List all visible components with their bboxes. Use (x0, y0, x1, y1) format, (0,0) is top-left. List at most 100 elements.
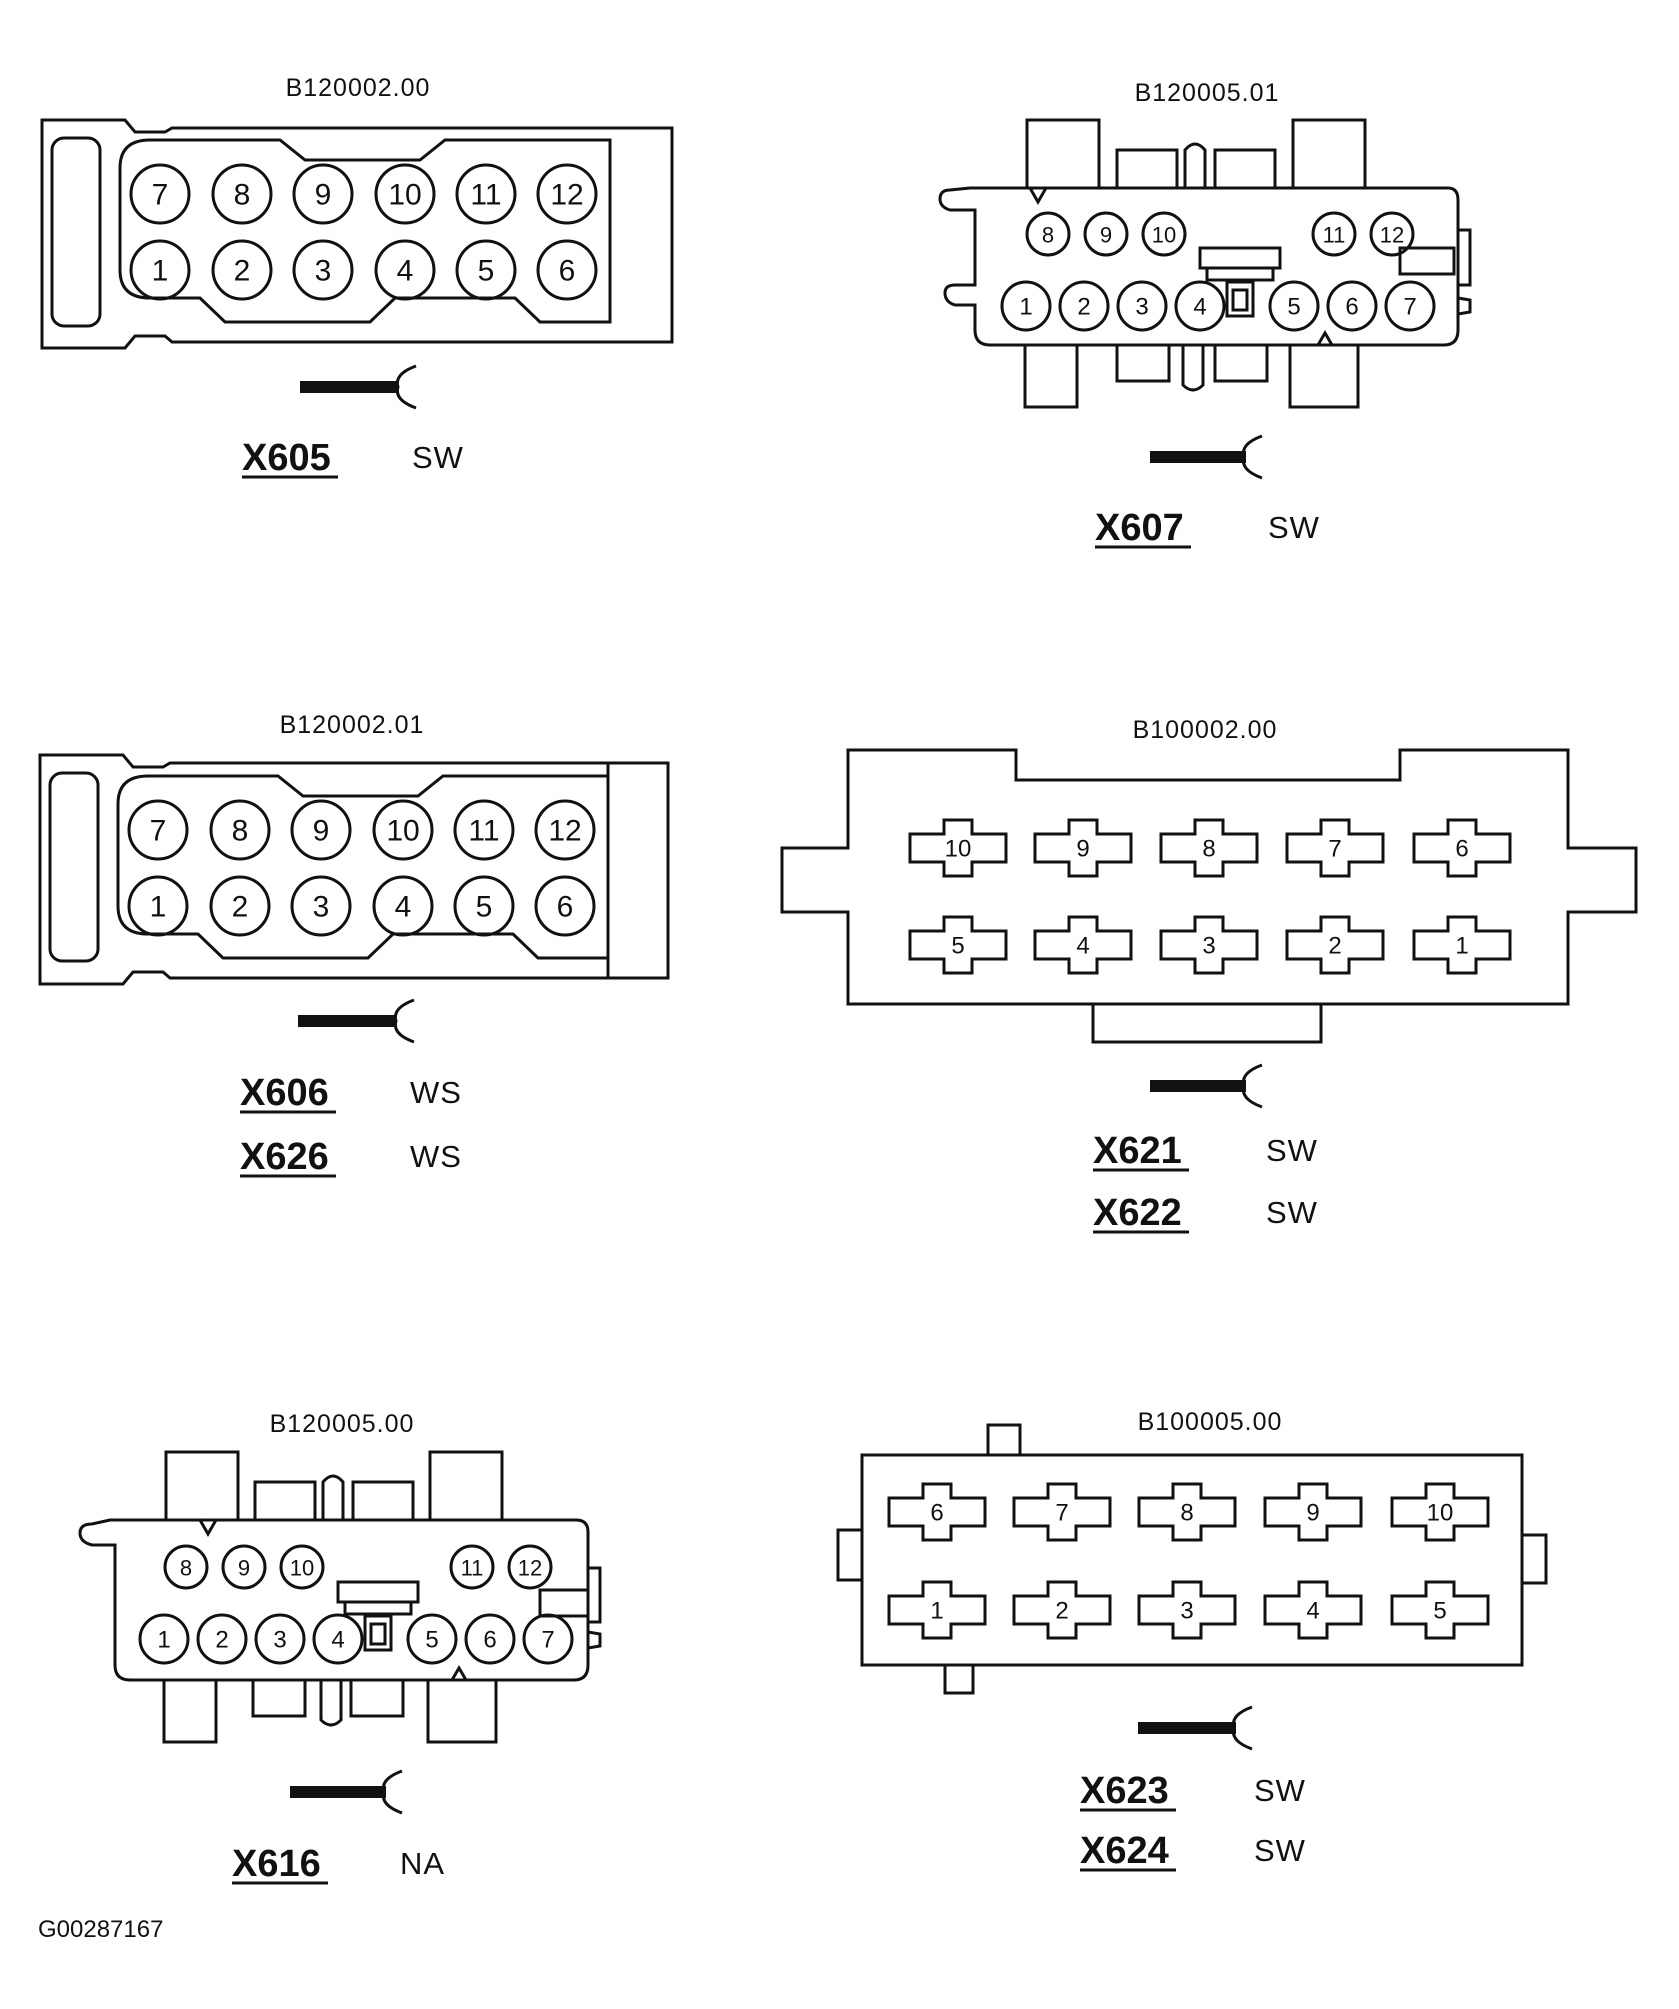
pin-6: 6 (887, 1482, 987, 1542)
pin-number: 4 (1193, 294, 1206, 321)
pin-number: 12 (1380, 223, 1404, 248)
pin-number: 9 (315, 179, 332, 212)
wire-color: SW (1266, 1195, 1318, 1230)
pin-number: 5 (1287, 294, 1300, 321)
pin-9: 9 (292, 163, 354, 225)
pin-number: 6 (557, 891, 574, 924)
pin-number: 8 (234, 179, 251, 212)
pin-3: 3 (1116, 280, 1168, 332)
connector-code: B120002.01 (280, 711, 425, 739)
pin-number: 2 (215, 1627, 228, 1654)
pin-number: 1 (1455, 933, 1468, 960)
connector-code: B120002.00 (286, 74, 431, 102)
connector-label: X605 (242, 437, 331, 479)
pin-4: 4 (1263, 1580, 1363, 1640)
pin-number: 12 (518, 1556, 542, 1581)
pin-number: 11 (461, 1556, 484, 1581)
pin-7: 7 (1384, 280, 1436, 332)
pin-6: 6 (1326, 280, 1378, 332)
pin-number: 4 (397, 255, 414, 288)
pin-12: 12 (1369, 211, 1415, 257)
pin-number: 5 (478, 255, 495, 288)
connector-code: B120005.00 (270, 1410, 415, 1438)
pin-7: 7 (522, 1613, 574, 1665)
pin-11: 11 (453, 799, 515, 861)
pin-number: 8 (1042, 223, 1054, 248)
pin-number: 7 (1328, 836, 1341, 863)
pin-7: 7 (1012, 1482, 1112, 1542)
pin-2: 2 (1058, 280, 1110, 332)
connector-label: X622 (1093, 1192, 1182, 1234)
pin-2: 2 (1012, 1580, 1112, 1640)
pin-number: 2 (1077, 294, 1090, 321)
pin-number: 6 (559, 255, 576, 288)
connector-label: X626 (240, 1136, 329, 1178)
pin-4: 4 (1174, 280, 1226, 332)
pin-3: 3 (290, 875, 352, 937)
pin-number: 11 (468, 815, 499, 848)
connector-code: B100002.00 (1133, 716, 1278, 744)
pin-3: 3 (1137, 1580, 1237, 1640)
pin-number: 9 (1076, 836, 1089, 863)
pin-4: 4 (312, 1613, 364, 1665)
pin-number: 6 (1345, 294, 1358, 321)
pin-7: 7 (1285, 818, 1385, 878)
pin-number: 11 (470, 179, 501, 212)
pin-number: 7 (150, 815, 167, 848)
pin-number: 3 (273, 1627, 286, 1654)
pin-6: 6 (536, 239, 598, 301)
pin-number: 7 (1403, 294, 1416, 321)
pin-6: 6 (464, 1613, 516, 1665)
connector-code: B100005.00 (1138, 1408, 1283, 1436)
pin-10: 10 (372, 799, 434, 861)
pin-number: 4 (1076, 933, 1089, 960)
designation-x626: X626 WS (240, 1136, 462, 1178)
pin-10: 10 (908, 818, 1008, 878)
pin-7: 7 (127, 799, 189, 861)
pin-number: 7 (541, 1627, 554, 1654)
connector-housing (836, 1423, 1548, 1695)
connector-label: X624 (1080, 1830, 1169, 1872)
pin-number: 5 (951, 933, 964, 960)
pin-3: 3 (1159, 915, 1259, 975)
pin-number: 3 (1135, 294, 1148, 321)
pin-12: 12 (536, 163, 598, 225)
pin-1: 1 (1412, 915, 1512, 975)
pin-11: 11 (449, 1544, 495, 1590)
pin-12: 12 (534, 799, 596, 861)
pin-number: 9 (1100, 223, 1112, 248)
pin-10: 10 (1141, 211, 1187, 257)
pin-9: 9 (1033, 818, 1133, 878)
pin-number: 4 (1306, 1598, 1319, 1625)
pin-1: 1 (127, 875, 189, 937)
pin-number: 3 (1202, 933, 1215, 960)
pin-number: 8 (232, 815, 249, 848)
pin-number: 1 (930, 1598, 943, 1625)
pin-number: 5 (425, 1627, 438, 1654)
plug-symbol (1150, 1063, 1263, 1109)
connector-code: B120005.01 (1135, 79, 1280, 107)
pin-number: 2 (234, 255, 251, 288)
plug-symbol (300, 364, 417, 410)
designation-x622: X622 SW (1093, 1192, 1318, 1234)
wire-color: WS (410, 1139, 462, 1174)
connector-label: X606 (240, 1072, 329, 1114)
pin-number: 5 (476, 891, 493, 924)
pin-number: 9 (313, 815, 330, 848)
pin-5: 5 (1268, 280, 1320, 332)
pin-2: 2 (1285, 915, 1385, 975)
pin-4: 4 (1033, 915, 1133, 975)
pin-10: 10 (374, 163, 436, 225)
pin-number: 7 (1055, 1500, 1068, 1527)
